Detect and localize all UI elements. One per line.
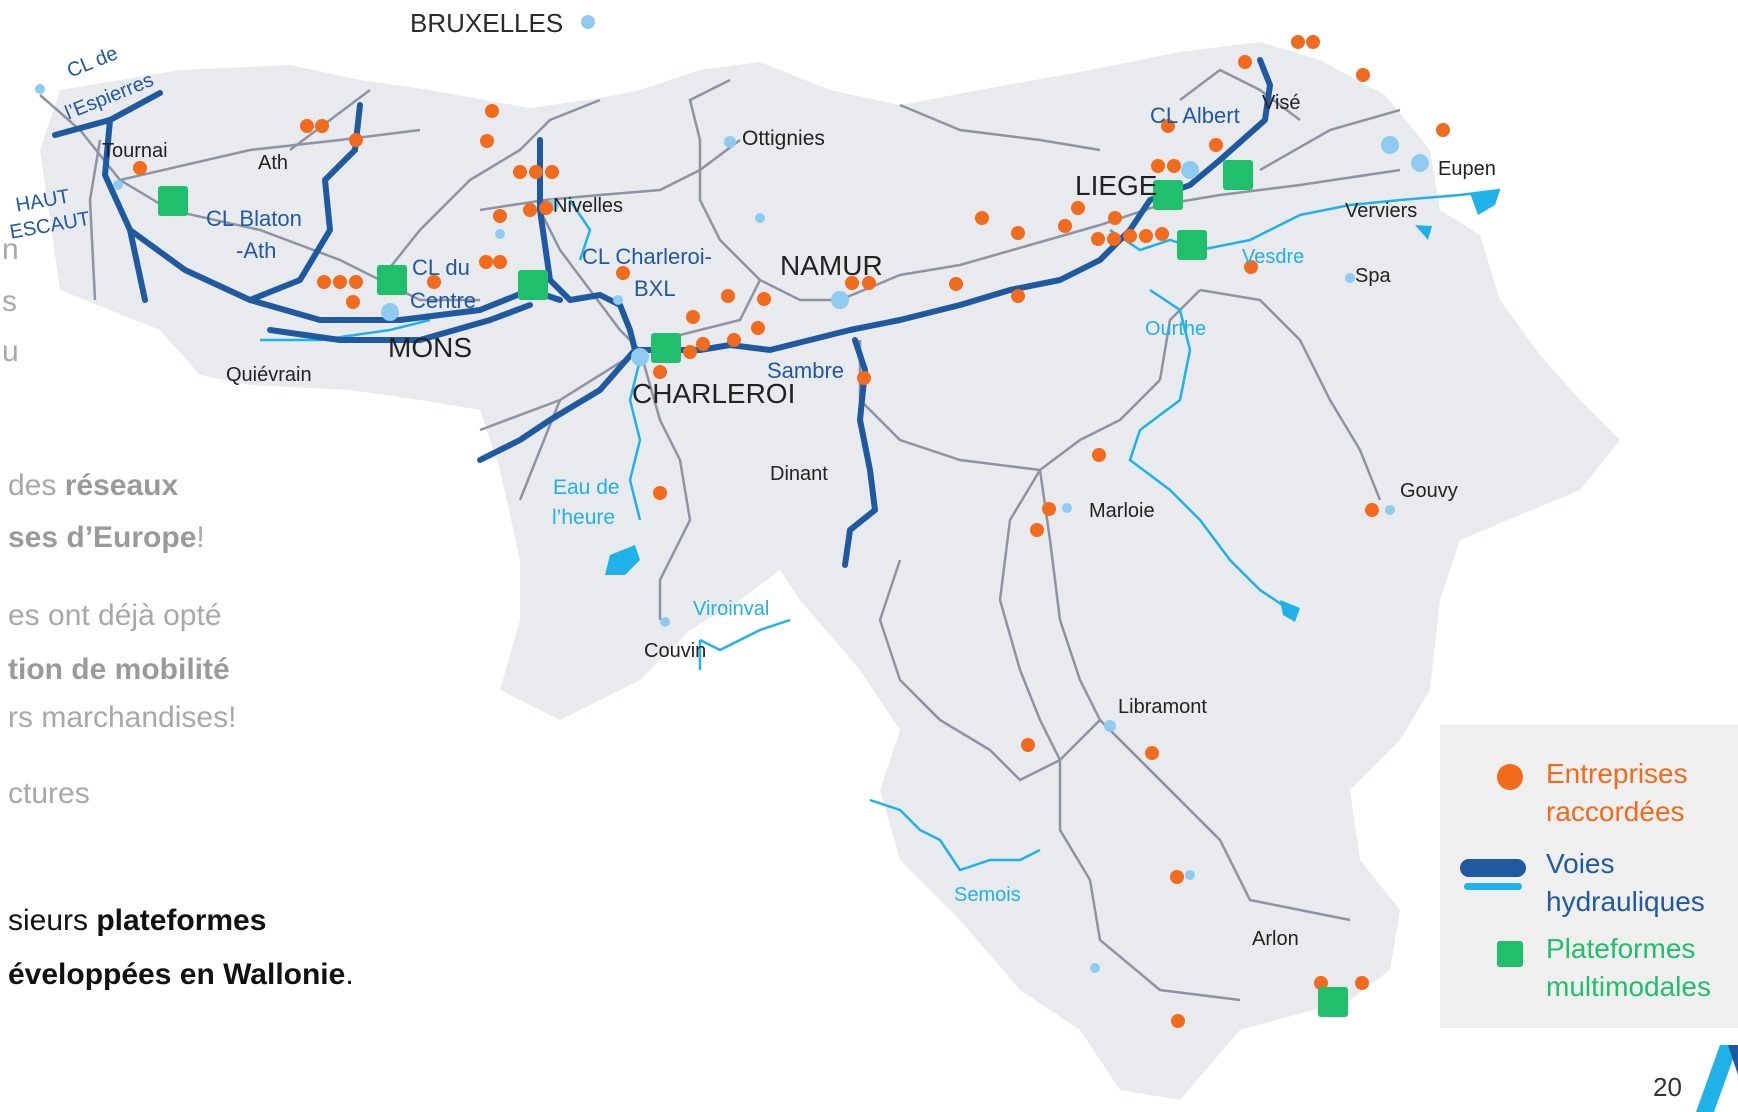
city-ath: Ath [258, 152, 289, 174]
waterway-network [52, 57, 1273, 568]
city-quievrain: Quiévrain [226, 364, 312, 386]
city-dinant: Dinant [770, 463, 828, 485]
side-fragment-3: u [2, 335, 19, 368]
label-cl-blaton-1: CL Blaton [206, 206, 302, 231]
legend-voies-1: Voies [1546, 848, 1615, 879]
city-bruxelles: BRUXELLES [410, 8, 564, 38]
city-ottignies: Ottignies [742, 127, 825, 150]
city-arlon: Arlon [1252, 928, 1299, 950]
legend-plateformes-1: Plateformes [1546, 933, 1696, 964]
legend-entreprises-1: Entreprises [1546, 758, 1688, 789]
label-cl-blaton-2: -Ath [236, 238, 277, 263]
lake-gileppe [1415, 225, 1432, 240]
city-gouvy: Gouvy [1400, 480, 1458, 502]
city-mons: MONS [388, 332, 472, 363]
label-cl-charleroi-2: BXL [634, 276, 676, 301]
label-viroinval: Viroinval [693, 598, 770, 620]
side-marchandises: rs marchandises! [8, 701, 237, 734]
lake-ourthe [1280, 600, 1300, 622]
waterway-line-icon [1460, 859, 1526, 890]
legend-voies-2: hydrauliques [1546, 886, 1705, 917]
city-marloie: Marloie [1089, 500, 1155, 522]
side-fragment-1: n [2, 233, 19, 266]
river-network [260, 188, 1501, 872]
side-reseaux: des réseaux [8, 469, 179, 502]
label-cl-centre-1: CL du [412, 255, 470, 280]
label-ourthe: Ourthe [1145, 318, 1207, 340]
city-liege: LIEGE [1075, 170, 1158, 201]
side-opte: es ont déjà opté [8, 599, 222, 632]
multimodal-platforms [158, 160, 1348, 1017]
green-square-icon [1497, 941, 1523, 967]
legend-entreprises-2: raccordées [1546, 796, 1685, 827]
city-verviers: Verviers [1345, 200, 1418, 222]
city-eupen: Eupen [1438, 158, 1496, 180]
stations [35, 15, 1429, 973]
side-plateformes: sieurs plateformes [8, 904, 267, 937]
label-eau-heure-2: l’heure [552, 506, 616, 529]
page-number: 20 [1653, 1072, 1682, 1102]
label-cl-charleroi-1: CL Charleroi- [582, 244, 713, 269]
side-ctures: ctures [8, 777, 90, 810]
railway-network [39, 68, 1401, 1002]
label-sambre: Sambre [767, 358, 845, 383]
legend-plateformes-2: multimodales [1546, 971, 1711, 1002]
slash-accent-icon [1696, 1045, 1738, 1112]
city-nivelles: Nivelles [553, 195, 624, 217]
wallonia-territory [40, 42, 1620, 1100]
city-spa: Spa [1355, 265, 1391, 287]
city-tournai: Tournai [102, 140, 168, 162]
side-wallonie: éveloppées en Wallonie. [8, 958, 354, 991]
side-europe: ses d’Europe! [8, 521, 205, 554]
side-fragment-2: s [2, 285, 17, 318]
label-cl-centre-2: Centre [410, 288, 477, 313]
orange-dot-icon [1497, 764, 1523, 790]
city-couvin: Couvin [644, 640, 707, 662]
city-vise: Visé [1262, 92, 1301, 114]
label-eau-heure-1: Eau de [553, 476, 620, 499]
city-namur: NAMUR [780, 250, 883, 281]
map-legend: Entreprises raccordées Voies hydraulique… [1440, 725, 1738, 1028]
city-libramont: Libramont [1118, 696, 1207, 718]
city-charleroi: CHARLEROI [632, 378, 796, 409]
label-semois: Semois [954, 884, 1021, 906]
connected-companies [133, 35, 1450, 1028]
lake-eau-heure [605, 545, 640, 575]
label-vesdre: Vesdre [1242, 246, 1305, 268]
label-cl-albert: CL Albert [1150, 103, 1240, 128]
lake-eupen [1470, 190, 1500, 215]
side-mobilite: tion de mobilité [8, 653, 230, 686]
